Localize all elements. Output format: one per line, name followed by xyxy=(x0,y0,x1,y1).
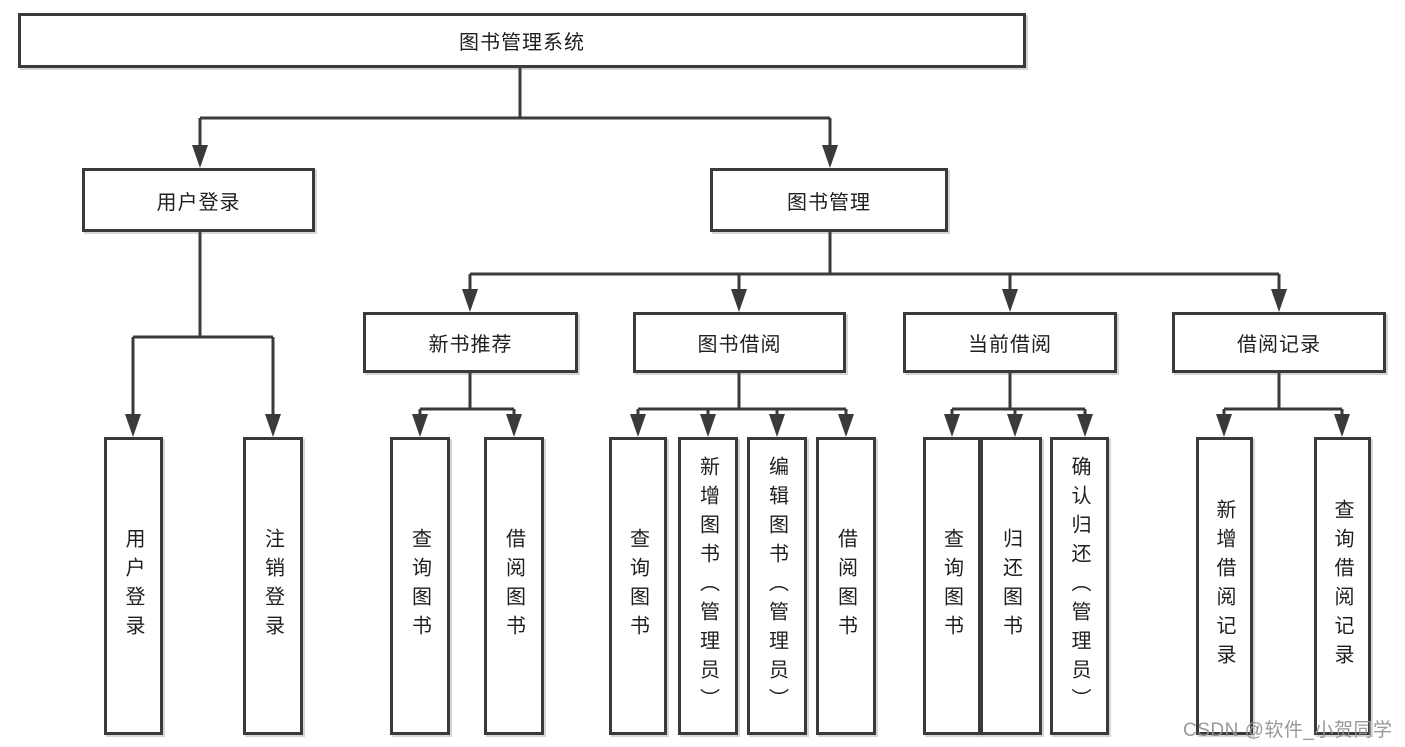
leaf-borrow-books-recommend: 借阅图书 xyxy=(484,437,544,735)
node-label: 用户登录 xyxy=(156,191,241,214)
node-borrowing-records: 借阅记录 xyxy=(1172,312,1386,373)
node-label: 借阅图书 xyxy=(502,528,525,644)
arrowhead-icons xyxy=(125,145,1350,437)
leaf-query-books-recommend: 查询图书 xyxy=(390,437,450,735)
leaf-add-books-admin: 新增图书（管理员） xyxy=(678,437,738,735)
node-label: 图书借阅 xyxy=(697,334,782,356)
leaf-return-books: 归还图书 xyxy=(980,437,1042,735)
node-new-book-recommendation: 新书推荐 xyxy=(363,312,578,373)
node-label: 借阅图书 xyxy=(834,528,857,644)
leaf-add-borrowing-record: 新增借阅记录 xyxy=(1196,437,1253,735)
leaf-query-books-current: 查询图书 xyxy=(923,437,981,735)
node-current-borrowing: 当前借阅 xyxy=(903,312,1117,373)
node-label: 注销登录 xyxy=(261,528,284,644)
node-book-borrowing: 图书借阅 xyxy=(633,312,846,373)
node-label: 新增图书（管理员） xyxy=(696,455,719,717)
node-label: 查询图书 xyxy=(408,528,431,644)
csdn-watermark: CSDN @软件_小贺同学 xyxy=(1183,720,1393,741)
node-label: 查询图书 xyxy=(940,528,963,644)
leaf-borrow-books-borrowing: 借阅图书 xyxy=(816,437,876,735)
leaf-edit-books-admin: 编辑图书（管理员） xyxy=(747,437,807,735)
connector-elbow-lines xyxy=(131,67,1344,416)
leaf-confirm-return-admin: 确认归还（管理员） xyxy=(1050,437,1109,735)
node-label: 当前借阅 xyxy=(968,334,1052,356)
node-label: 新增借阅记录 xyxy=(1213,499,1235,673)
node-label: 新书推荐 xyxy=(428,334,513,356)
node-label: 归还图书 xyxy=(999,528,1022,644)
leaf-query-books-borrowing: 查询图书 xyxy=(609,437,667,735)
leaf-query-borrowing-record: 查询借阅记录 xyxy=(1314,437,1371,735)
node-label: 编辑图书（管理员） xyxy=(765,455,788,717)
leaf-user-login: 用户登录 xyxy=(104,437,163,735)
node-label: 用户登录 xyxy=(122,528,144,644)
node-library-management-system: 图书管理系统 xyxy=(18,13,1026,68)
node-label: 确认归还（管理员） xyxy=(1068,455,1090,717)
node-label: 图书管理 xyxy=(787,191,871,214)
node-book-management: 图书管理 xyxy=(710,168,948,232)
node-label: 借阅记录 xyxy=(1237,334,1321,356)
node-label: 图书管理系统 xyxy=(459,32,585,54)
node-label: 查询借阅记录 xyxy=(1331,499,1353,673)
leaf-logout: 注销登录 xyxy=(243,437,303,735)
node-label: 查询图书 xyxy=(626,528,649,644)
node-user-login: 用户登录 xyxy=(82,168,315,232)
